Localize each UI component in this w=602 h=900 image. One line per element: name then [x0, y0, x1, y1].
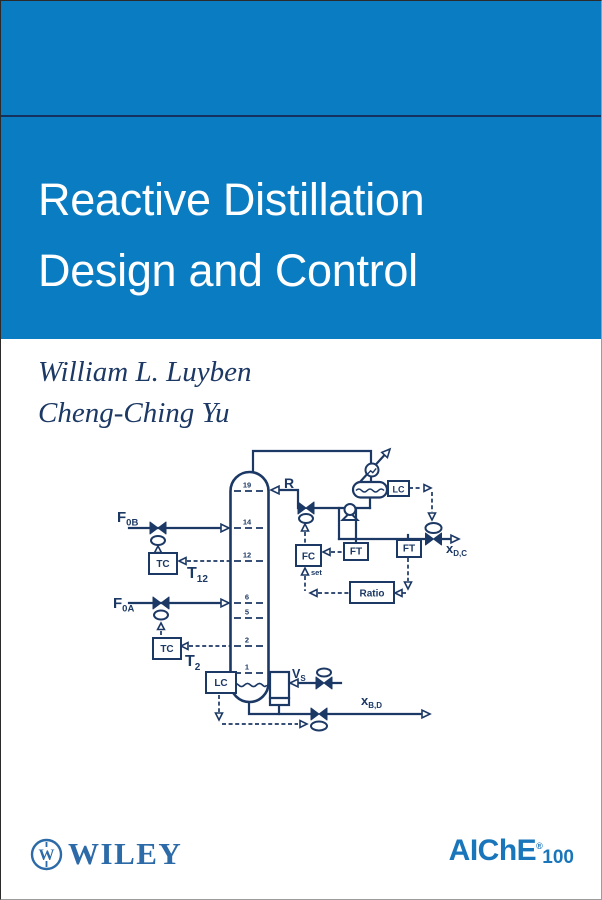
arrowheads — [153, 483, 461, 729]
lc-base-box — [205, 671, 237, 694]
ratio-box — [349, 581, 395, 604]
wiley-wordmark: WILEY — [68, 836, 183, 871]
ft-reflux-label: FT — [350, 547, 362, 558]
process-control-diagram: 19 14 12 6 5 2 1 — [113, 447, 467, 732]
tray-number: 6 — [245, 593, 249, 602]
author-2: Cheng-Ching Yu — [38, 397, 230, 429]
aiche-wordmark: AIChE — [448, 834, 537, 867]
process-pipes — [127, 449, 455, 716]
tray-numbers: 19 14 12 6 5 2 1 — [243, 481, 252, 672]
tc-lower-label: TC — [160, 644, 173, 655]
heat-removal-indicator-icon — [364, 462, 380, 478]
bottoms-composition-label: xB,D — [361, 693, 382, 710]
tray-number: 12 — [243, 551, 251, 560]
tc-upper-label: TC — [156, 559, 169, 570]
reflux-drum — [351, 480, 389, 499]
instrument-boxes: TC TC LC LC FC FT FT Ratio — [148, 480, 422, 694]
wiley-colophon-icon: W — [30, 838, 63, 870]
feed-b-label: F0B — [117, 509, 138, 529]
control-valves — [149, 501, 442, 721]
stream-labels: F0B T12 F0A T2 VS xB,D xD,C R set — [113, 475, 467, 710]
ft-distillate-label: FT — [403, 544, 415, 555]
tray-number: 19 — [243, 481, 251, 490]
title-line-1: Reactive Distillation — [38, 174, 425, 225]
tray-number: 2 — [245, 636, 249, 645]
steam-valve — [315, 676, 333, 690]
tc-lower-box — [152, 637, 182, 660]
title-band — [1, 1, 601, 339]
boilup-label: VS — [292, 667, 306, 683]
reflux-valve — [297, 501, 315, 515]
ratio-label: Ratio — [360, 589, 385, 600]
setpoint-label: set — [311, 568, 322, 577]
band-separator-rule — [1, 115, 601, 117]
drum-liquid-level — [355, 488, 385, 493]
feed-a-valve — [152, 596, 170, 610]
feed-b-valve — [149, 521, 167, 535]
aiche-logo: AIChE®100 — [449, 834, 574, 868]
ft-distillate-box — [396, 539, 422, 558]
title-line-2: Design and Control — [38, 245, 418, 296]
distillate-valve — [425, 532, 442, 546]
tc-upper-box — [148, 552, 178, 575]
column-trays — [231, 490, 268, 688]
svg-text:W: W — [39, 847, 55, 864]
signal-lines — [160, 487, 433, 725]
author-1: William L. Luyben — [38, 356, 252, 388]
authors: William L. Luyben Cheng-Ching Yu — [38, 352, 251, 434]
tray-number: 14 — [243, 518, 252, 527]
aiche-registered-mark: ® — [536, 841, 543, 851]
lc-base-label: LC — [214, 678, 227, 689]
reboiler — [268, 670, 291, 707]
book-title: Reactive Distillation Design and Control — [38, 164, 425, 306]
temp-12-label: T12 — [187, 565, 208, 585]
wiley-logo: W WILEY — [30, 836, 182, 872]
fc-box — [295, 544, 322, 567]
ft-reflux-box — [343, 542, 369, 561]
aiche-centennial-number: 100 — [542, 847, 574, 868]
lc-drum-box — [387, 480, 410, 497]
feed-a-label: F0A — [113, 595, 134, 615]
distillate-composition-label: xD,C — [446, 541, 467, 558]
temp-2-label: T2 — [185, 653, 201, 673]
fc-label: FC — [302, 552, 315, 563]
column-shell — [229, 470, 270, 704]
valve-actuators — [150, 513, 443, 732]
lc-drum-label: LC — [393, 485, 405, 495]
pump-icon — [340, 503, 360, 521]
tray-number: 5 — [245, 608, 249, 617]
reflux-label: R — [284, 475, 294, 491]
bottoms-valve — [310, 707, 328, 721]
tray-number: 1 — [245, 663, 249, 672]
base-liquid-level — [231, 682, 268, 688]
